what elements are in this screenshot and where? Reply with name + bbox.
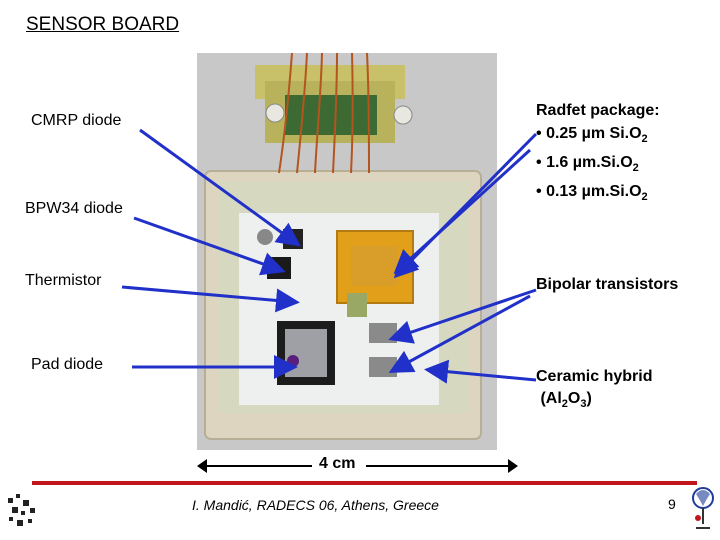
- ceramic-formula: (Al2O3): [540, 390, 592, 410]
- arrow-radfet-2: [393, 148, 532, 275]
- radfet-item: • 0.25 µm Si.O2: [536, 125, 648, 145]
- footer-divider: [32, 481, 697, 485]
- label-bpw34-diode: BPW34 diode: [25, 200, 123, 217]
- institute-logo-icon: [692, 487, 714, 529]
- radfet-package-block: Radfet package: • 0.25 µm Si.O2 • 1.6 µm…: [536, 99, 660, 209]
- label-pad-diode: Pad diode: [31, 356, 104, 373]
- arrow-bipolar-2: [388, 294, 531, 373]
- label-cmrp-diode: CMRP diode: [31, 112, 122, 129]
- arrow-thermistor: [121, 285, 300, 313]
- label-ceramic-hybrid: Ceramic hybrid (Al2O3): [536, 366, 652, 415]
- scale-arrow-right-icon: [508, 459, 518, 473]
- scale-label: 4 cm: [319, 455, 356, 472]
- label-bipolar-transistors: Bipolar transistors: [536, 276, 679, 293]
- scale-arrow-left-icon: [197, 459, 207, 473]
- scale-label-box: [312, 452, 366, 478]
- radfet-item: • 0.13 µm.Si.O2: [536, 183, 648, 203]
- radfet-item: • 1.6 µm.Si.O2: [536, 154, 639, 174]
- dots-logo-icon: [8, 494, 35, 526]
- slide-title: SENSOR BOARD: [26, 14, 180, 35]
- arrow-bipolar-1: [388, 288, 537, 344]
- arrow-bpw34: [133, 216, 286, 276]
- arrow-cmrp: [139, 128, 301, 247]
- label-thermistor: Thermistor: [25, 272, 102, 289]
- footer-citation: I. Mandić, RADECS 06, Athens, Greece: [192, 497, 439, 513]
- page-number: 9: [668, 496, 676, 512]
- arrow-ceramic: [424, 359, 537, 384]
- radfet-title: Radfet package:: [536, 102, 660, 119]
